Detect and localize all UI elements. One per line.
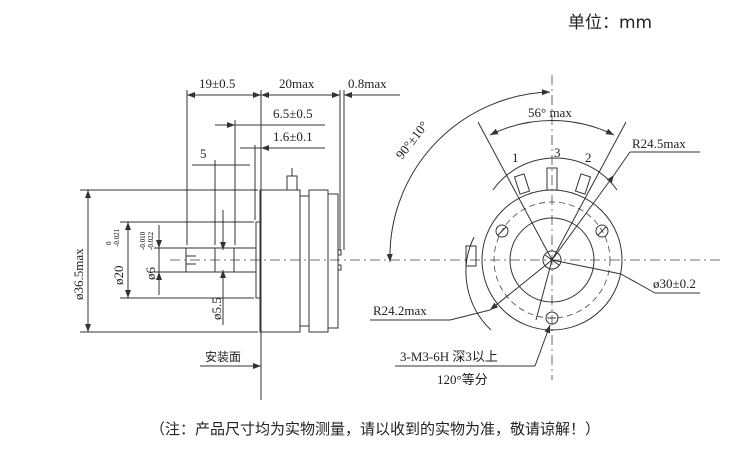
radius-terminal: R24.5max — [632, 136, 686, 151]
mounting-face-label: 安装面 — [205, 349, 241, 364]
dim-boss-diameter: ø20 — [111, 266, 126, 286]
dim-flat-diameter: ø5.5 — [209, 297, 224, 320]
dim-shaft-diameter: ø6 — [143, 267, 158, 281]
side-view — [80, 90, 400, 400]
terminal-3-label: 3 — [554, 145, 561, 160]
disclaimer-note: （注：产品尺寸均为实物测量，请以收到的实物为准，敬请谅解！） — [149, 420, 600, 438]
dim-boss-tol-lower: -0.021 — [113, 228, 121, 247]
dim-boss: 6.5±0.5 — [273, 106, 313, 121]
angle-terminals: 56° max — [528, 105, 572, 120]
dim-shoulder: 1.6±0.1 — [273, 129, 313, 144]
dim-shaft-length: 19±0.5 — [199, 76, 235, 91]
holes-spacing: 120°等分 — [437, 372, 488, 387]
terminal-2-label: 2 — [585, 150, 592, 165]
dim-body-length: 20max — [279, 76, 315, 91]
hole-circle-diameter: ø30±0.2 — [653, 276, 696, 291]
holes-spec: 3-M3-6H 深3以上 — [400, 349, 498, 364]
dim-shaft-tol-upper: -0.010 — [139, 231, 147, 250]
dim-boss-tol-upper: 0 — [105, 241, 113, 245]
dim-back: 0.8max — [348, 76, 387, 91]
terminal-1-label: 1 — [512, 150, 519, 165]
dim-shaft-tol-lower: -0.022 — [147, 231, 155, 250]
front-view — [370, 75, 700, 380]
dim-flat: 5 — [200, 146, 207, 161]
dim-outer-diameter: ø36.5max — [71, 248, 86, 300]
radius-side: R24.2max — [373, 303, 427, 318]
unit-label: 单位：mm — [568, 13, 653, 33]
